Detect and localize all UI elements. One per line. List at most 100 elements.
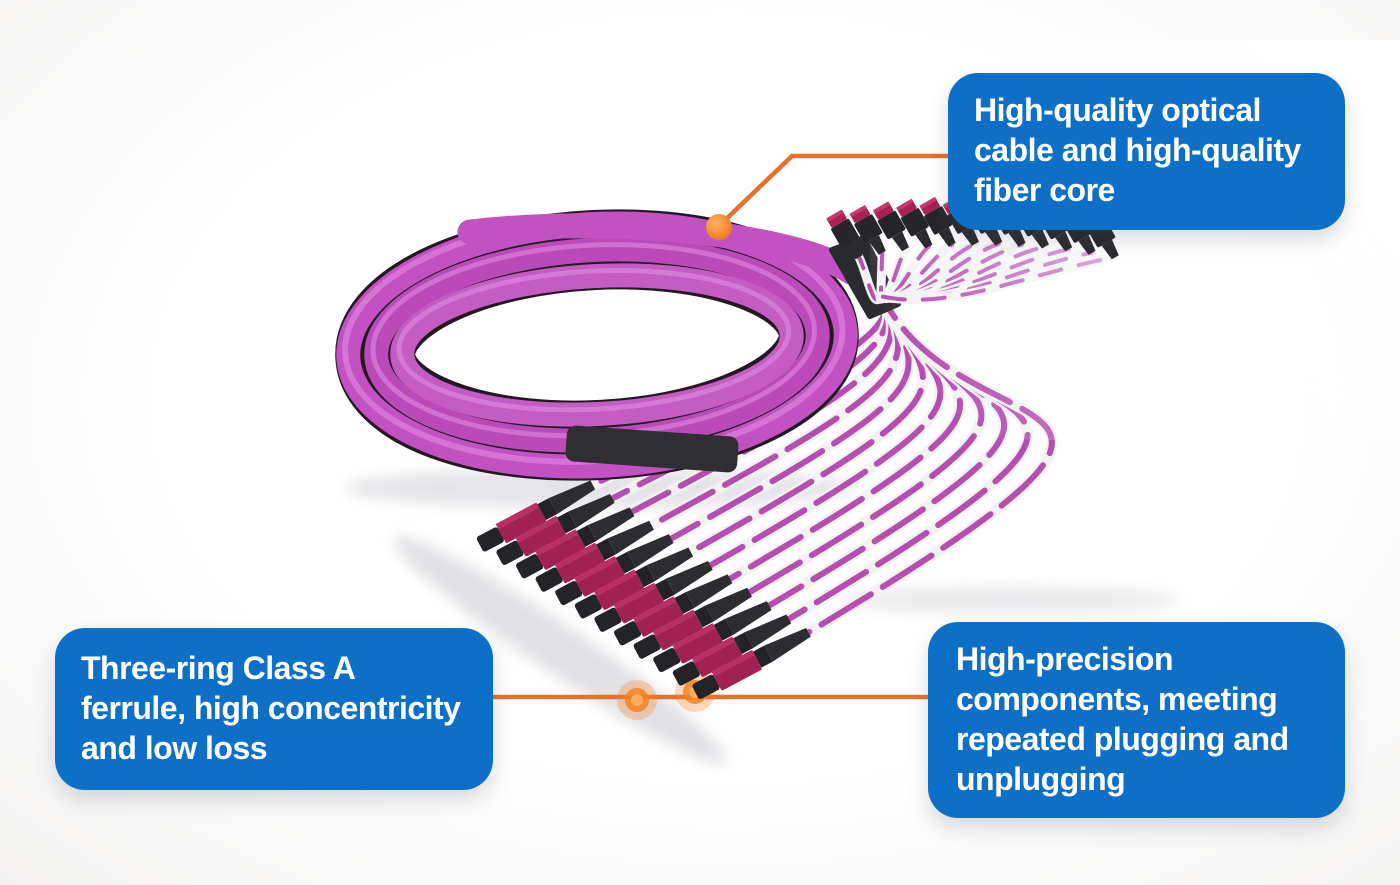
connector-collar — [694, 605, 715, 628]
callout-line: repeated plugging and — [956, 721, 1289, 757]
connector-ferrule — [920, 197, 940, 215]
connector-boot — [1031, 228, 1049, 249]
connector-collar — [674, 591, 695, 614]
connector-boot — [1008, 226, 1026, 247]
connector-body-highlight — [554, 542, 599, 570]
connector-body-highlight — [534, 529, 579, 557]
mpo-connector — [476, 480, 596, 552]
connector-tip — [672, 661, 700, 686]
connector-boot — [961, 226, 979, 246]
mpo-connector — [872, 201, 910, 252]
connector-body — [614, 583, 664, 624]
connector-collar — [635, 565, 656, 588]
connector-tip — [574, 594, 602, 619]
connector-boot — [666, 560, 713, 595]
connector-body — [555, 543, 605, 584]
connector-boot — [915, 228, 933, 249]
mpo-connector — [826, 209, 863, 260]
mpo-connector — [574, 547, 694, 619]
connector-collar — [596, 538, 617, 561]
connector-body-highlight — [613, 582, 657, 610]
mpo-connector — [896, 198, 933, 249]
connector-boot — [744, 614, 792, 649]
connector-collar — [556, 511, 577, 534]
connector-collar — [654, 578, 675, 601]
bottom-mpo-connectors — [476, 480, 811, 699]
orange-dot — [706, 214, 732, 240]
connector-body — [924, 206, 953, 235]
connector-collar — [733, 632, 754, 655]
connector-body — [877, 210, 906, 239]
connector-ferrule — [873, 202, 894, 220]
connector-boot — [686, 574, 733, 608]
connector-ferrule — [850, 205, 870, 223]
mpo-connector — [653, 601, 772, 673]
mpo-connector — [594, 560, 713, 632]
connector-tip — [653, 647, 681, 673]
mpo-connector — [516, 507, 635, 579]
callout-line: unplugging — [956, 761, 1126, 797]
mpo-connector — [919, 196, 956, 247]
connector-body — [496, 503, 547, 543]
connector-body — [594, 570, 645, 610]
callout-line: ferrule, high concentricity — [81, 690, 461, 726]
callout-high-quality-cable: High-quality optical cable and high-qual… — [948, 73, 1345, 230]
connector-ferrule-highlight — [849, 205, 868, 218]
connector-body — [901, 208, 929, 237]
connector-boot — [938, 226, 956, 247]
mpo-connector — [672, 614, 792, 686]
connector-body-highlight — [652, 609, 697, 637]
callout-line: cable and high-quality — [974, 132, 1301, 168]
connector-ferrule-highlight — [826, 209, 844, 222]
connector-boot — [1101, 239, 1119, 260]
connector-boot — [891, 231, 910, 252]
connector-tip — [594, 607, 622, 632]
connector-body — [712, 650, 762, 691]
connector-boot — [607, 520, 654, 555]
mpo-connector — [614, 574, 733, 646]
connector-collar — [615, 551, 636, 574]
connector-body — [535, 529, 586, 570]
connector-boot — [646, 547, 694, 582]
connector-body-highlight — [515, 515, 559, 543]
connector-body-highlight — [691, 636, 736, 664]
mpo-connector — [633, 587, 752, 659]
connector-boot — [985, 226, 1003, 246]
connector-body-highlight — [593, 569, 638, 597]
connector-tip — [614, 621, 642, 646]
connector-body — [574, 556, 625, 597]
connector-tip — [516, 554, 544, 579]
orange-glow-dot — [617, 680, 657, 720]
leader-line-top — [706, 153, 951, 240]
connector-tip — [496, 540, 524, 565]
connector-body — [831, 219, 859, 248]
connector-boot — [588, 507, 635, 541]
connector-tip — [692, 674, 720, 699]
connector-boot — [1055, 231, 1073, 252]
connector-ferrule-highlight — [872, 201, 891, 214]
connector-ferrule — [896, 199, 917, 217]
callout-line: fiber core — [974, 172, 1115, 208]
connector-boot — [568, 493, 615, 528]
mpo-connector — [849, 205, 886, 255]
connector-body-highlight — [495, 502, 540, 530]
connector-boot — [764, 627, 811, 662]
connector-tip — [555, 580, 583, 606]
callout-line: Three-ring Class A — [81, 650, 356, 686]
connector-tip — [535, 567, 563, 592]
mpo-connector — [535, 520, 654, 592]
callout-line: and low loss — [81, 730, 268, 766]
connector-collar — [713, 618, 734, 641]
connector-boot — [627, 534, 674, 568]
callout-line: High-quality optical — [974, 92, 1261, 128]
connector-boot — [705, 587, 752, 622]
callout-ferrule: Three-ring Class A ferrule, high concent… — [55, 628, 493, 790]
connector-body-highlight — [711, 649, 755, 677]
connector-boot — [845, 239, 863, 260]
callout-line: components, meeting — [956, 681, 1278, 717]
mpo-connector — [496, 493, 615, 565]
connector-body — [633, 596, 684, 637]
connector-boot — [1078, 235, 1096, 255]
connector-ferrule-highlight — [896, 198, 914, 212]
